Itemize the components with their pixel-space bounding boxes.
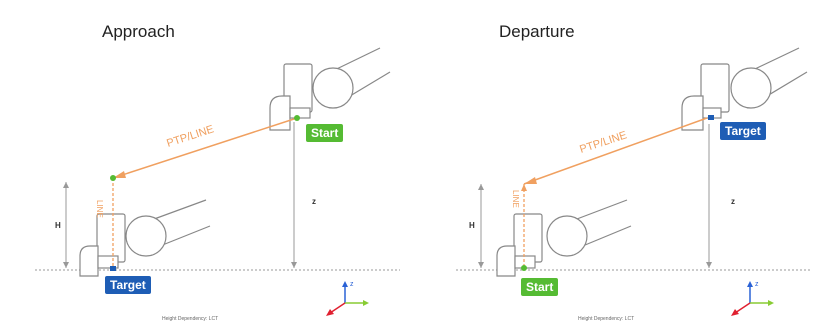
svg-text:z: z: [755, 281, 759, 288]
upper-robot-icon: [269, 47, 391, 131]
ptp-arrowhead: [524, 177, 537, 184]
lower-robot-icon: [496, 199, 632, 277]
target-tag: Target: [720, 122, 766, 140]
ptp-line-path: [112, 117, 298, 179]
h-dim-arrow-top: [478, 184, 484, 190]
departure-diagram: PTP/LINE LINE H z z: [456, 47, 811, 316]
svg-text:z: z: [350, 281, 354, 288]
mid-point: [110, 175, 116, 181]
target-marker: [110, 266, 116, 271]
upper-point: [294, 115, 300, 121]
z-label: z: [731, 197, 735, 206]
panel-title: Approach: [102, 22, 175, 41]
z-dim-arrow: [291, 262, 297, 268]
start-point: [521, 265, 527, 271]
footer-text: Height Dependency: LCT: [162, 316, 219, 322]
start-tag: Start: [306, 124, 344, 142]
start-tag: Start: [521, 278, 559, 296]
target-tag: Target: [105, 276, 151, 294]
ptp-arrowhead: [113, 171, 126, 178]
approach-panel: Approach PTP/LINE LINE H: [35, 22, 400, 322]
footer-text: Height Dependency: LCT: [578, 316, 635, 322]
h-label: H: [55, 221, 61, 230]
departure-panel: Departure PTP/LINE LINE H: [411, 0, 822, 322]
line-label: LINE: [511, 190, 520, 208]
coordinate-axes-icon: z: [326, 281, 369, 316]
line-label: LINE: [95, 200, 104, 218]
ptp-line-path: [523, 117, 708, 185]
h-dim-arrow-bottom: [478, 262, 484, 268]
coordinate-axes-icon: z: [731, 281, 774, 316]
panel-title: Departure: [499, 22, 575, 41]
z-dim-arrow: [706, 262, 712, 268]
ptp-label: PTP/LINE: [578, 129, 628, 156]
h-dim-arrow-bottom: [63, 262, 69, 268]
z-label: z: [312, 197, 316, 206]
line-arrowhead: [521, 184, 527, 191]
h-label: H: [469, 221, 475, 230]
h-dim-arrow-top: [63, 182, 69, 188]
target-marker: [708, 115, 714, 120]
approach-diagram: PTP/LINE LINE H z z: [35, 47, 400, 316]
ptp-label: PTP/LINE: [165, 123, 215, 150]
upper-robot-icon: [681, 47, 808, 131]
